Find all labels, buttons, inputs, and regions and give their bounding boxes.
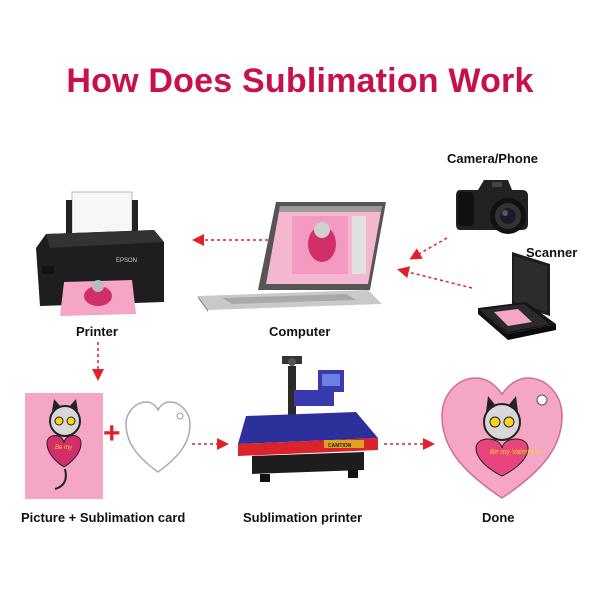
heat-press-icon: CAMTION bbox=[238, 356, 378, 482]
finished-heart-keychain-icon: Be my Valentine bbox=[441, 377, 563, 499]
printer-brand: EPSON bbox=[116, 258, 137, 264]
printer-icon: EPSON bbox=[36, 191, 164, 316]
arrow-camera-to-computer bbox=[409, 237, 448, 260]
label-sublimation-printer: Sublimation printer bbox=[243, 510, 363, 525]
blank-heart-card-icon bbox=[125, 401, 191, 473]
diagram-title: How Does Sublimation Work bbox=[66, 62, 534, 100]
camera-icon bbox=[456, 180, 528, 234]
plus-sign: + bbox=[103, 417, 121, 450]
label-done: Done bbox=[482, 510, 515, 525]
label-camera: Camera/Phone bbox=[447, 151, 539, 166]
scanner-icon bbox=[478, 252, 556, 340]
label-picture-card: Picture + Sublimation card bbox=[21, 510, 186, 525]
heart-text: Be my Valentine bbox=[490, 449, 541, 456]
svg-text:Be my: Be my bbox=[55, 445, 73, 451]
label-computer: Computer bbox=[269, 324, 331, 339]
arrow-scanner-to-computer bbox=[397, 266, 473, 289]
label-printer: Printer bbox=[76, 324, 118, 339]
press-brand: CAMTION bbox=[328, 443, 352, 449]
label-scanner: Scanner bbox=[526, 245, 578, 260]
laptop-icon bbox=[198, 202, 386, 312]
picture-artwork: Be my bbox=[25, 393, 103, 499]
